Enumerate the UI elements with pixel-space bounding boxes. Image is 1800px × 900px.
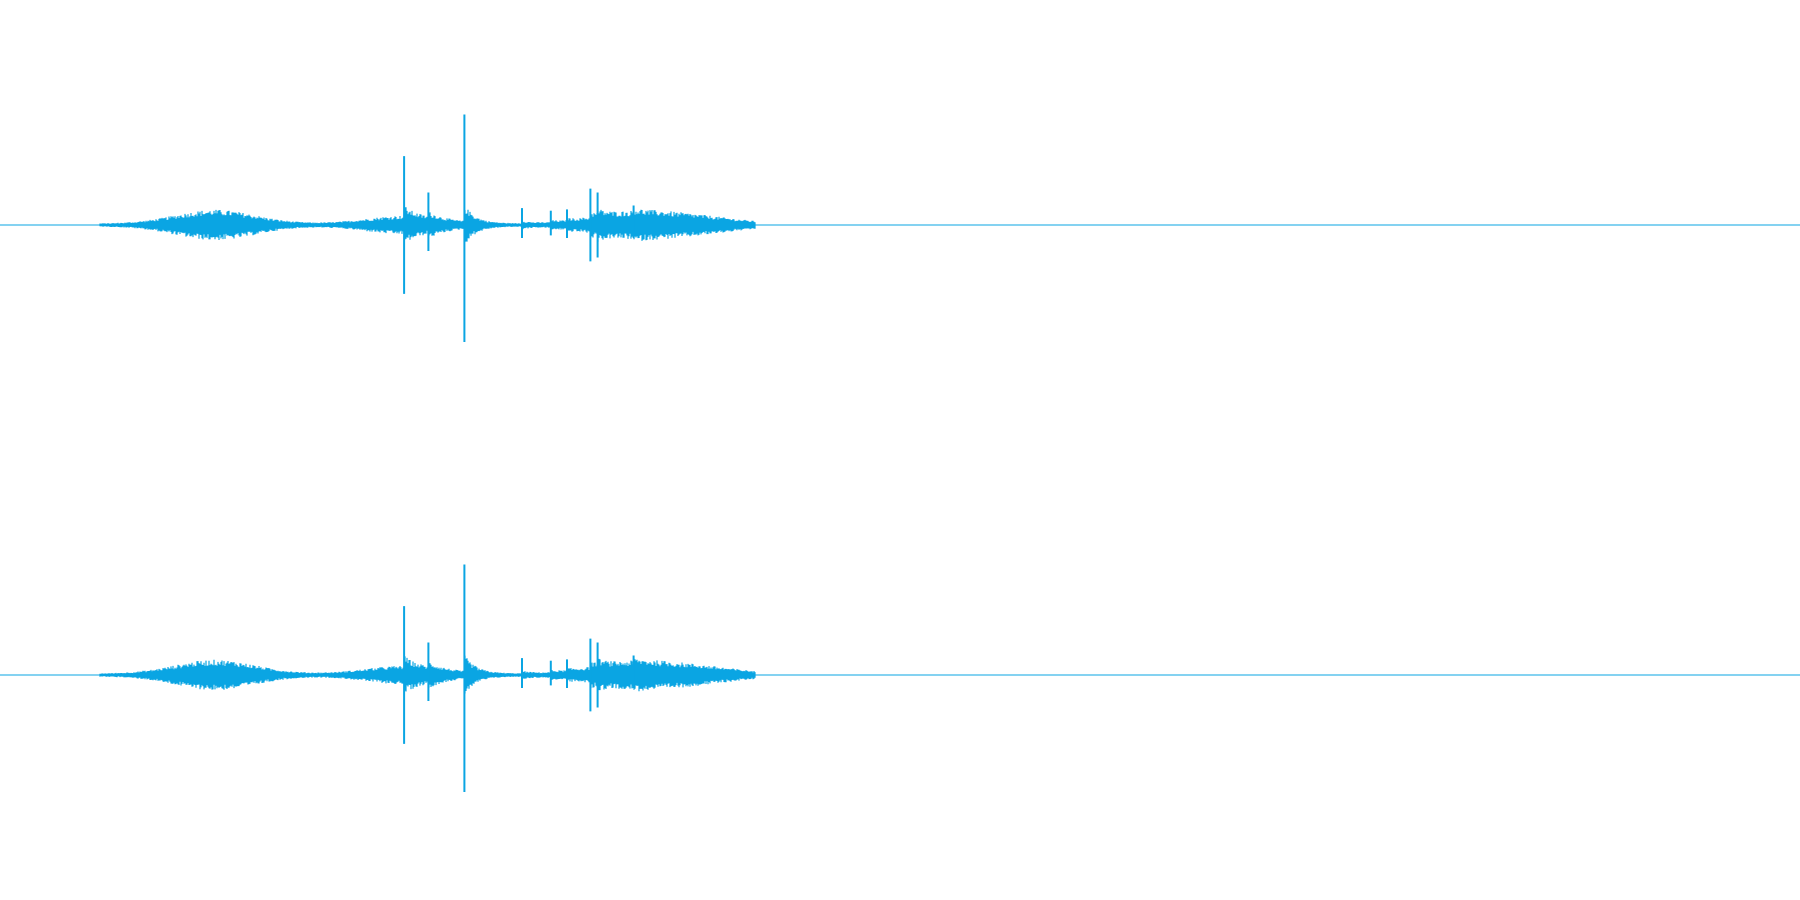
channel-left-waveform[interactable] (0, 114, 1800, 343)
waveform-body (84, 207, 756, 242)
waveform-body (83, 655, 756, 694)
channel-right-waveform[interactable] (0, 564, 1800, 793)
